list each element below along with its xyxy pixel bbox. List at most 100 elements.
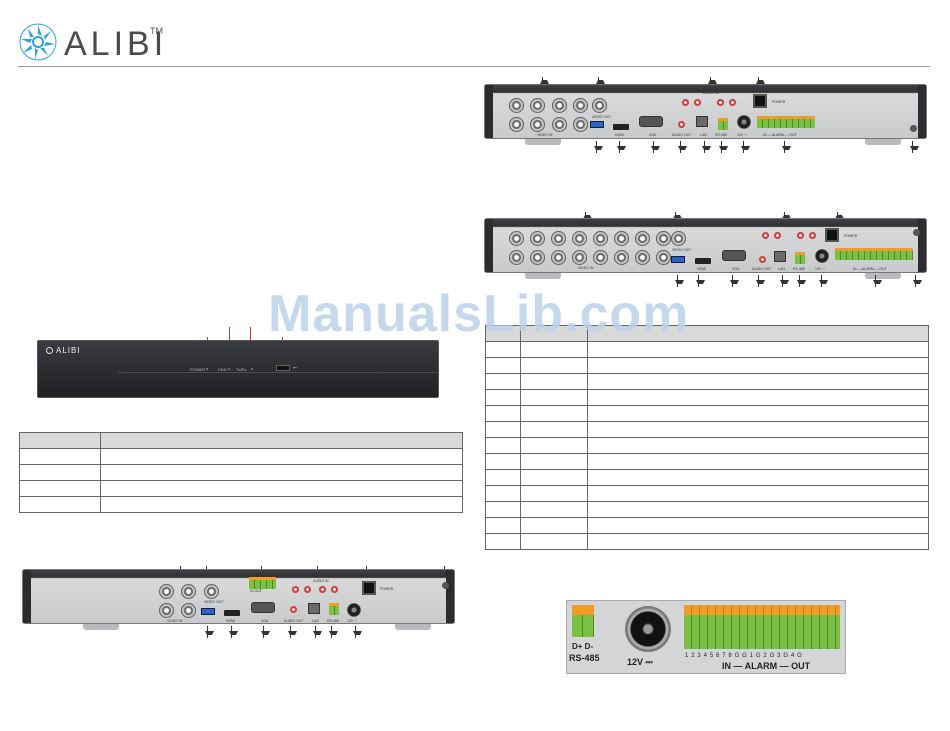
hdmi-label: HDMI	[697, 267, 706, 271]
hdmi-port[interactable]	[613, 124, 629, 130]
table-row	[485, 501, 929, 518]
rear-4ch-bottom-callouts	[150, 624, 460, 640]
audio-in-label: AUDIO IN	[783, 224, 799, 228]
power-label: POWER	[772, 100, 786, 104]
vga-port[interactable]	[251, 602, 275, 613]
audio-out-jack[interactable]	[289, 605, 298, 614]
alarm-label: IN — ALARM — OUT	[763, 133, 797, 137]
alarm-terminal[interactable]	[249, 577, 276, 589]
usb-port[interactable]	[590, 121, 604, 128]
txrx-led	[251, 368, 253, 370]
rs485-pins-label: D+ D-	[572, 642, 594, 651]
manualslib-watermark: ManualsLib.com	[268, 285, 690, 343]
front-logo: ALIBI	[56, 346, 81, 355]
video-out-label: VIDEO OUT	[592, 115, 612, 119]
audio-out-jack[interactable]	[677, 120, 686, 129]
ground-screw-icon	[910, 125, 917, 132]
audio-in-label: AUDIO IN	[703, 91, 719, 95]
hdd-led	[228, 368, 230, 370]
table-header-row	[19, 432, 463, 449]
usb-port[interactable]	[671, 256, 685, 263]
lan-label: LAN	[700, 133, 707, 137]
vga-label: VGA	[261, 619, 269, 623]
table-row	[19, 480, 463, 497]
vga-label: VGA	[732, 267, 740, 271]
alarm-terminal	[684, 615, 840, 649]
vga-port[interactable]	[639, 116, 663, 127]
alarm-terminal[interactable]	[757, 116, 815, 128]
nvr-rear-panel-8ch: VIDEO IN VIDEO OUT HDMI VGA AUDIO OUT AU…	[484, 84, 927, 145]
alarm-label: IN — ALARM — OUT	[722, 661, 811, 671]
power-switch[interactable]	[825, 228, 839, 242]
dc-power-jack[interactable]	[737, 115, 751, 129]
header-divider	[18, 66, 930, 67]
power-label: POWER	[844, 234, 858, 238]
table-row	[19, 496, 463, 513]
video-in-label: VIDEO IN	[578, 266, 594, 270]
table-row	[485, 469, 929, 486]
lan-port[interactable]	[696, 116, 708, 127]
lan-port[interactable]	[774, 251, 786, 262]
table-row	[485, 437, 929, 454]
lan-label: LAN	[778, 267, 785, 271]
dc-label: 12V ⎓	[737, 133, 747, 137]
video-in-label: VIDEO IN	[537, 133, 553, 137]
table-row	[485, 421, 929, 438]
power-label: POWER	[190, 367, 206, 372]
nvr-front-panel: ALIBI POWER HDD Tx/Rx ⭠	[37, 340, 439, 398]
alarm-terminal-top	[684, 605, 840, 617]
rs485-terminal[interactable]	[718, 118, 728, 130]
dc-power-jack[interactable]	[815, 249, 829, 263]
table-row	[485, 357, 929, 374]
nvr-rear-panel-4ch: VIDEO IN VIDEO OUT HDMI ALARM IN OUT VGA…	[22, 569, 455, 630]
hdmi-port[interactable]	[224, 610, 240, 616]
ground-screw-icon	[442, 582, 449, 589]
power-label: POWER	[380, 587, 394, 591]
dc-power-jack[interactable]	[347, 603, 361, 617]
alibi-logo-icon	[19, 23, 57, 61]
video-out-label: VIDEO OUT	[672, 248, 692, 252]
table-row	[485, 389, 929, 406]
hdmi-label: HDMI	[226, 619, 235, 623]
vga-label: VGA	[649, 133, 657, 137]
rear-8ch-bottom-callouts	[580, 139, 920, 155]
audio-out-label: AUDIO OUT	[752, 267, 772, 271]
vga-port[interactable]	[722, 250, 746, 261]
rear-16ch-bottom-callouts	[665, 273, 925, 289]
usb-port[interactable]	[276, 365, 290, 371]
lan-port[interactable]	[308, 603, 320, 614]
table-row	[485, 453, 929, 470]
audio-out-label: AUDIO OUT	[672, 133, 692, 137]
alarm-pin-numbers: 1 2 3 4 5 6 7 8 G G 1 G 2 G 3 G 4 G	[685, 653, 803, 659]
audio-in-label: AUDIO IN	[313, 579, 329, 583]
rs485-label: RS-485	[793, 267, 805, 271]
table-row	[19, 464, 463, 481]
usb-icon: ⭠	[293, 365, 298, 371]
rs485-terminal[interactable]	[329, 603, 339, 615]
audio-out-label: AUDIO OUT	[284, 619, 304, 623]
txrx-label: Tx/Rx	[236, 367, 247, 372]
alarm-label: IN — ALARM — OUT	[853, 267, 887, 271]
table-row	[485, 485, 929, 502]
alarm-terminal[interactable]	[835, 248, 913, 260]
rs485-terminal[interactable]	[795, 252, 805, 264]
dc-label: 12V ⎓	[815, 267, 825, 271]
usb-port[interactable]	[201, 608, 215, 615]
hdmi-port[interactable]	[695, 258, 711, 264]
table-row	[485, 517, 929, 534]
video-out-label: VIDEO OUT	[204, 600, 224, 604]
alarm-sub-label: IN OUT	[250, 589, 262, 593]
dc-label: 12V ⎓	[627, 657, 653, 667]
hdmi-label: HDMI	[615, 133, 624, 137]
connector-closeup-photo: D+ D- RS-485 12V ⎓ 1 2 3 4 5 6 7 8 G G 1…	[566, 600, 846, 674]
hdd-label: HDD	[218, 367, 227, 372]
power-switch[interactable]	[753, 94, 767, 108]
dc-power-jack	[625, 606, 671, 652]
nvr-rear-panel-16ch: VIDEO IN VIDEO OUT HDMI VGA AUDIO OUT AU…	[484, 218, 927, 279]
rs485-label: RS-485	[569, 653, 600, 663]
power-switch[interactable]	[362, 581, 376, 595]
power-led	[206, 368, 208, 370]
audio-out-jack[interactable]	[758, 255, 767, 264]
table-row	[485, 373, 929, 390]
table-row	[485, 405, 929, 422]
